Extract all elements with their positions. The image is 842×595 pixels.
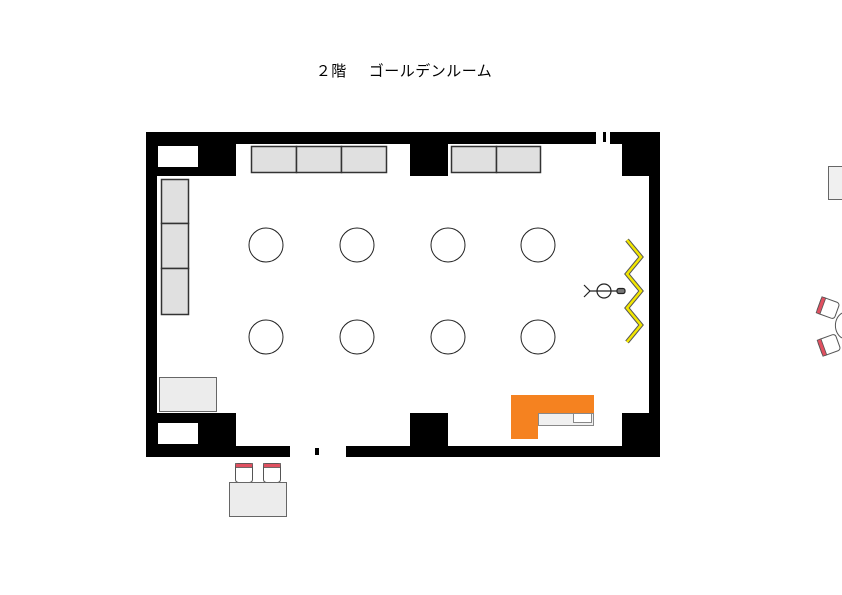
room-walls (146, 132, 660, 457)
round-table (248, 319, 284, 355)
panel (340, 145, 388, 174)
round-table (430, 319, 466, 355)
reception-counter (511, 395, 594, 439)
round-table (339, 319, 375, 355)
mic-base (596, 283, 612, 299)
pillar-top-left (199, 144, 236, 176)
pillar-bottom-mid (410, 413, 448, 446)
panel (160, 178, 190, 225)
chair-accent (815, 296, 827, 315)
pillar-bottom-left (199, 413, 236, 446)
wall-bottom-left (146, 446, 290, 457)
round-tables (248, 227, 556, 355)
wall-panels-top-left (250, 145, 388, 174)
panel (160, 267, 190, 316)
storage-niche-bottom-left (158, 423, 198, 444)
panel (250, 145, 298, 174)
wall-top-doorstop (603, 132, 606, 142)
counter-top (538, 395, 594, 413)
wall-panels-top-right (450, 145, 542, 174)
chair-accent (816, 338, 828, 357)
floor-label: ２階 (315, 62, 347, 80)
panel (495, 145, 542, 174)
side-cabinet (159, 377, 217, 412)
pillar-top-right (622, 144, 649, 176)
storage-niche-top-left (158, 146, 198, 167)
pillar-bottom-right (622, 413, 649, 446)
side-chairs (815, 296, 842, 357)
entrance-furniture (229, 463, 287, 517)
chair-accent (263, 463, 281, 468)
round-table (430, 227, 466, 263)
chair-accent (235, 463, 253, 468)
counter-drawer (573, 413, 592, 423)
wall-right (649, 132, 660, 457)
offscreen-cabinet (828, 166, 842, 200)
round-table (520, 319, 556, 355)
room-name: ゴールデンルーム (368, 62, 493, 80)
pillar-top-mid (410, 144, 448, 176)
floor-plan-title: ２階 ゴールデンルーム (0, 60, 808, 81)
microphone-stand-icon (583, 283, 626, 299)
wall-panels-left (160, 178, 190, 316)
mic-head (616, 287, 626, 295)
mic-leg (583, 284, 591, 292)
round-table-edge (834, 312, 842, 339)
wall-top-right (610, 132, 660, 144)
panel (450, 145, 498, 174)
wall-bottom-doorstop (315, 448, 319, 455)
panel (295, 145, 343, 174)
counter-side (511, 395, 538, 439)
round-table (520, 227, 556, 263)
zigzag-partition-icon (624, 238, 644, 344)
mic-leg (583, 290, 591, 298)
wall-top-left (146, 132, 596, 144)
round-table (248, 227, 284, 263)
panel (160, 222, 190, 270)
wall-left (146, 132, 157, 457)
round-table (339, 227, 375, 263)
reception-table (229, 482, 287, 517)
wall-bottom-right (346, 446, 660, 457)
